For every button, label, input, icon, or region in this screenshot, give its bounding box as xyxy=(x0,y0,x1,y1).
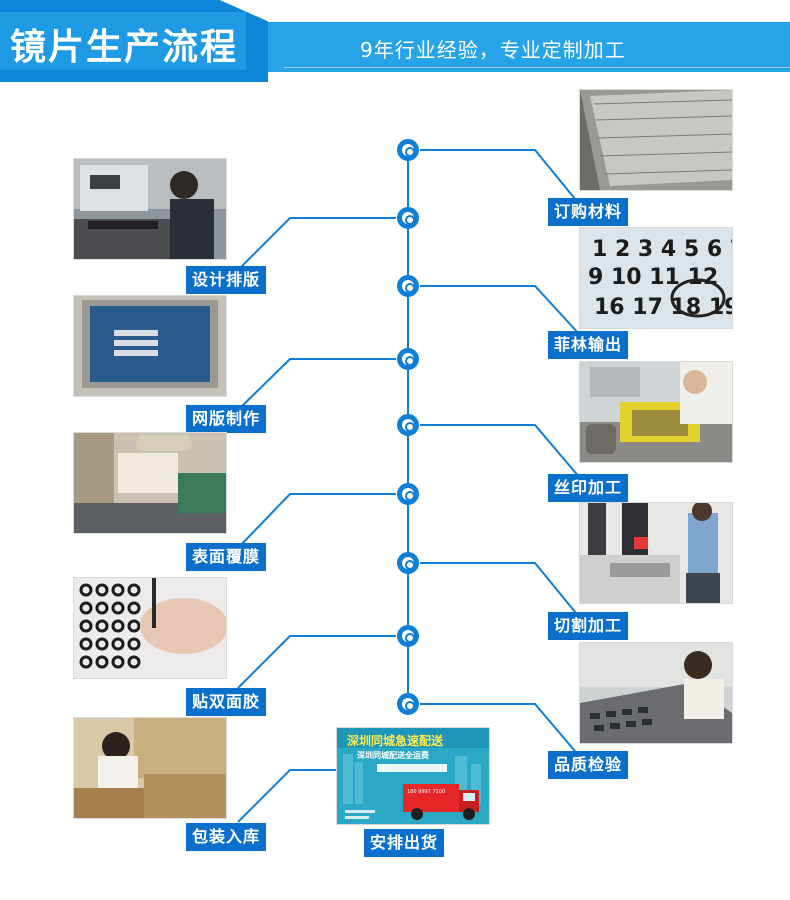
silk-print-photo xyxy=(580,362,732,462)
timeline-node xyxy=(397,625,419,647)
timeline-node xyxy=(397,693,419,715)
surface-laminating-photo xyxy=(74,433,226,533)
packing-storage-photo xyxy=(74,718,226,818)
step-label-quality-inspection: 品质检验 xyxy=(548,751,629,779)
timeline-node xyxy=(397,483,419,505)
svg-text:16 17 18 19: 16 17 18 19 xyxy=(594,295,732,320)
quality-inspection-photo xyxy=(580,643,732,743)
page-title: 镜片生产流程 xyxy=(10,27,239,68)
header-title-box xyxy=(0,0,268,82)
header-bar xyxy=(236,22,790,72)
screen-making-photo xyxy=(74,296,226,396)
timeline-node xyxy=(397,414,419,436)
step-label-screen-making: 网版制作 xyxy=(186,405,267,433)
cutting-photo xyxy=(580,503,732,603)
step-label-material-order: 订购材料 xyxy=(548,198,629,226)
page-subtitle: 9年行业经验，专业定制加工 xyxy=(360,38,626,62)
timeline-node xyxy=(397,207,419,229)
timeline-node xyxy=(397,139,419,161)
delivery-truck-icon xyxy=(403,784,479,820)
page-header: 镜片生产流程 9年行业经验，专业定制加工 xyxy=(0,0,790,82)
shipping-banner-subtitle: 深圳同城配送全运费 xyxy=(357,751,429,760)
step-label-double-sided-tape: 贴双面胶 xyxy=(186,688,267,716)
double-sided-tape-photo xyxy=(74,578,226,678)
step-label-silk-print: 丝印加工 xyxy=(548,474,629,502)
timeline-node xyxy=(397,348,419,370)
step-label-film-output: 菲林输出 xyxy=(548,331,629,359)
step-label-packing-storage: 包装入库 xyxy=(186,823,267,851)
material-order-photo xyxy=(580,90,732,190)
shipping-banner-title: 深圳同城急速配送 xyxy=(347,734,444,748)
step-label-shipping: 安排出货 xyxy=(364,829,445,857)
timeline-node xyxy=(397,275,419,297)
film-output-photo: 1 2 3 4 5 6 7 9 10 11 12 16 17 18 19 xyxy=(580,228,732,328)
step-label-cutting: 切割加工 xyxy=(548,612,629,640)
svg-text:1 2 3 4 5 6 7: 1 2 3 4 5 6 7 xyxy=(592,237,732,262)
timeline-node xyxy=(397,552,419,574)
header-title-inner xyxy=(0,12,246,70)
step-label-surface-laminating: 表面覆膜 xyxy=(186,543,267,571)
shipping-banner-phone: 180 9997 7100 xyxy=(407,789,446,795)
design-layout-photo xyxy=(74,159,226,259)
step-label-design-layout: 设计排版 xyxy=(186,266,267,294)
svg-text:9 10 11 12: 9 10 11 12 xyxy=(588,265,718,290)
shipping-banner: 深圳同城急速配送 深圳同城配送全运费 180 9997 7100 xyxy=(337,728,489,824)
